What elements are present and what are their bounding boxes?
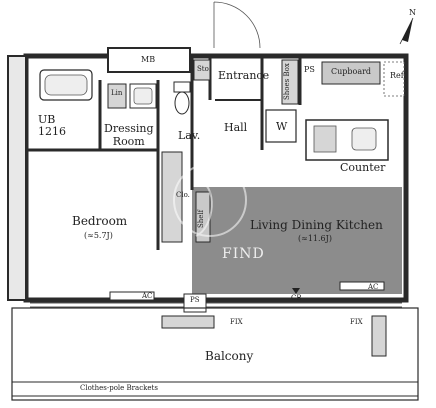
counter-label: Counter	[340, 161, 386, 174]
fix-right-label: FIX	[350, 318, 363, 326]
closet	[161, 151, 183, 243]
kitchen-counter	[305, 119, 389, 161]
cupboard-label: Cupboard	[331, 67, 372, 76]
lav-label: Lav.	[178, 129, 201, 142]
lin-label: Lin	[111, 89, 123, 97]
balcony-outline	[11, 307, 419, 401]
clothes-pole-label: Clothes-pole Brackets	[80, 384, 158, 392]
ldk-area	[192, 187, 402, 294]
bedroom-label: Bedroom	[72, 214, 128, 228]
washer-label: W	[276, 120, 288, 133]
hall-label: Hall	[224, 121, 248, 134]
ac-unit-right	[339, 281, 385, 291]
cb-marker	[292, 288, 300, 294]
linen-cabinet	[107, 83, 127, 109]
ps-top-label: PS	[304, 65, 315, 74]
cupboard	[321, 61, 381, 85]
ac-unit-left	[109, 291, 155, 301]
entrance-door	[213, 1, 261, 49]
shoes-box	[281, 59, 299, 105]
watermark-logo	[173, 163, 247, 237]
mb-label: MB	[141, 55, 156, 64]
ac-right-label: AC	[368, 283, 379, 291]
ub-label: UB 1216	[38, 113, 66, 139]
sto-label: Sto.	[197, 65, 211, 73]
walls	[7, 53, 409, 303]
ldk-area-label: (≈11.6J)	[298, 234, 332, 243]
ps-bottom-label: PS	[190, 296, 200, 304]
shoes-box-label: Shoes Box	[283, 63, 291, 100]
washer-icon	[265, 109, 297, 143]
clo-label: Clo.	[176, 191, 190, 199]
refrigerator-space	[383, 61, 405, 97]
bedroom-area-label: (≈5.7J)	[84, 231, 113, 240]
shelf-label: Shelf	[197, 209, 205, 228]
ac-left-label: AC	[142, 292, 153, 300]
watermark-text: FIND	[222, 246, 265, 262]
storage-box	[193, 59, 211, 81]
toilet-icon	[173, 81, 191, 115]
fix-left-label: FIX	[230, 318, 243, 326]
north-label: N	[409, 8, 416, 17]
entrance-label: Entrance	[218, 69, 270, 82]
compass-icon	[399, 17, 414, 45]
ldk-label: Living Dining Kitchen	[250, 218, 383, 232]
cb-label: CB	[291, 294, 302, 302]
ref-label: Ref	[390, 71, 404, 80]
dressing-room-label: Dressing Room	[104, 122, 154, 148]
balcony-label: Balcony	[205, 349, 254, 363]
mb-box	[107, 47, 191, 73]
